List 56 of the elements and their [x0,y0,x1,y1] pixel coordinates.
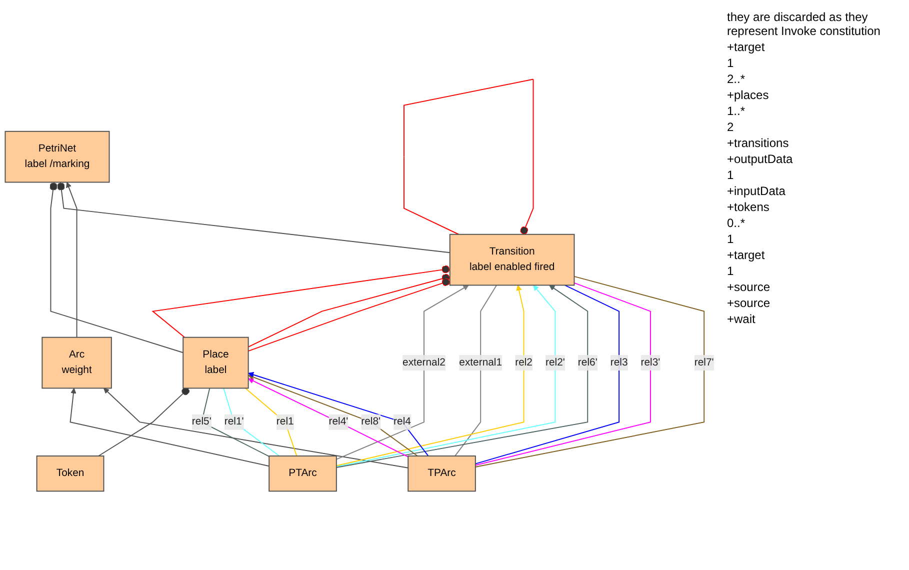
edge-label: rel8' [361,416,381,428]
node-box: Arc weight [42,336,112,388]
note-text: +tokens [727,200,770,214]
connector [201,388,270,457]
connector [474,282,651,466]
note-text: 1 [727,232,735,246]
node-box: TPArc [408,455,476,492]
arrow [104,388,409,468]
note-text: 2 [727,120,735,134]
connector [454,284,498,456]
connector [404,78,534,235]
connector [57,182,450,253]
edge-label: external1 [459,356,502,368]
connector [474,284,620,464]
edge-label: external2 [402,356,446,368]
node-box: PetriNet label /marking [4,130,110,183]
connector [223,388,280,456]
arrow [66,182,78,338]
note-text: 1 [727,56,735,70]
note-text: they are discarded as they represent Invoke constitution [727,10,882,38]
edge-label: rel2' [546,356,565,368]
edge-label: rel1 [276,416,294,428]
connector [50,182,184,353]
edge-label: rel2 [515,356,532,368]
note-text: 1 [727,168,735,182]
edge-label: rel4' [328,416,348,428]
connector [474,276,705,468]
edge-label: rel4 [394,416,411,428]
note-text: +source [727,280,772,294]
node-box: PTArc [268,455,337,492]
note-text: +target [727,248,766,262]
connector [244,388,298,456]
edge-label: rel5' [192,416,212,428]
edge-label: rel7' [694,356,714,368]
note-text: +inputData [727,184,786,198]
note-text: 1..* [727,104,746,118]
note-text: +transitions [727,136,790,150]
note-text: +source [727,296,772,310]
node-box: Place label [182,336,249,388]
connector [98,387,190,456]
note-text: 0..* [727,216,746,230]
note-text: +places [727,88,770,102]
node-box: Transition label enabled fired [449,234,575,286]
note-text: 2..* [727,72,746,86]
note-text: +target [727,40,766,54]
edge-label: rel3' [640,356,660,368]
note-text: +wait [727,312,756,326]
connector [152,265,450,338]
node-box: Token [36,455,104,492]
note-text: +outputData [727,152,794,166]
edge-label: rel1' [224,416,244,428]
note-text: 1 [727,264,735,278]
arrow [70,388,270,466]
edge-label: rel6' [578,356,598,368]
arrow [336,284,469,460]
edge-label: rel3 [610,356,628,368]
